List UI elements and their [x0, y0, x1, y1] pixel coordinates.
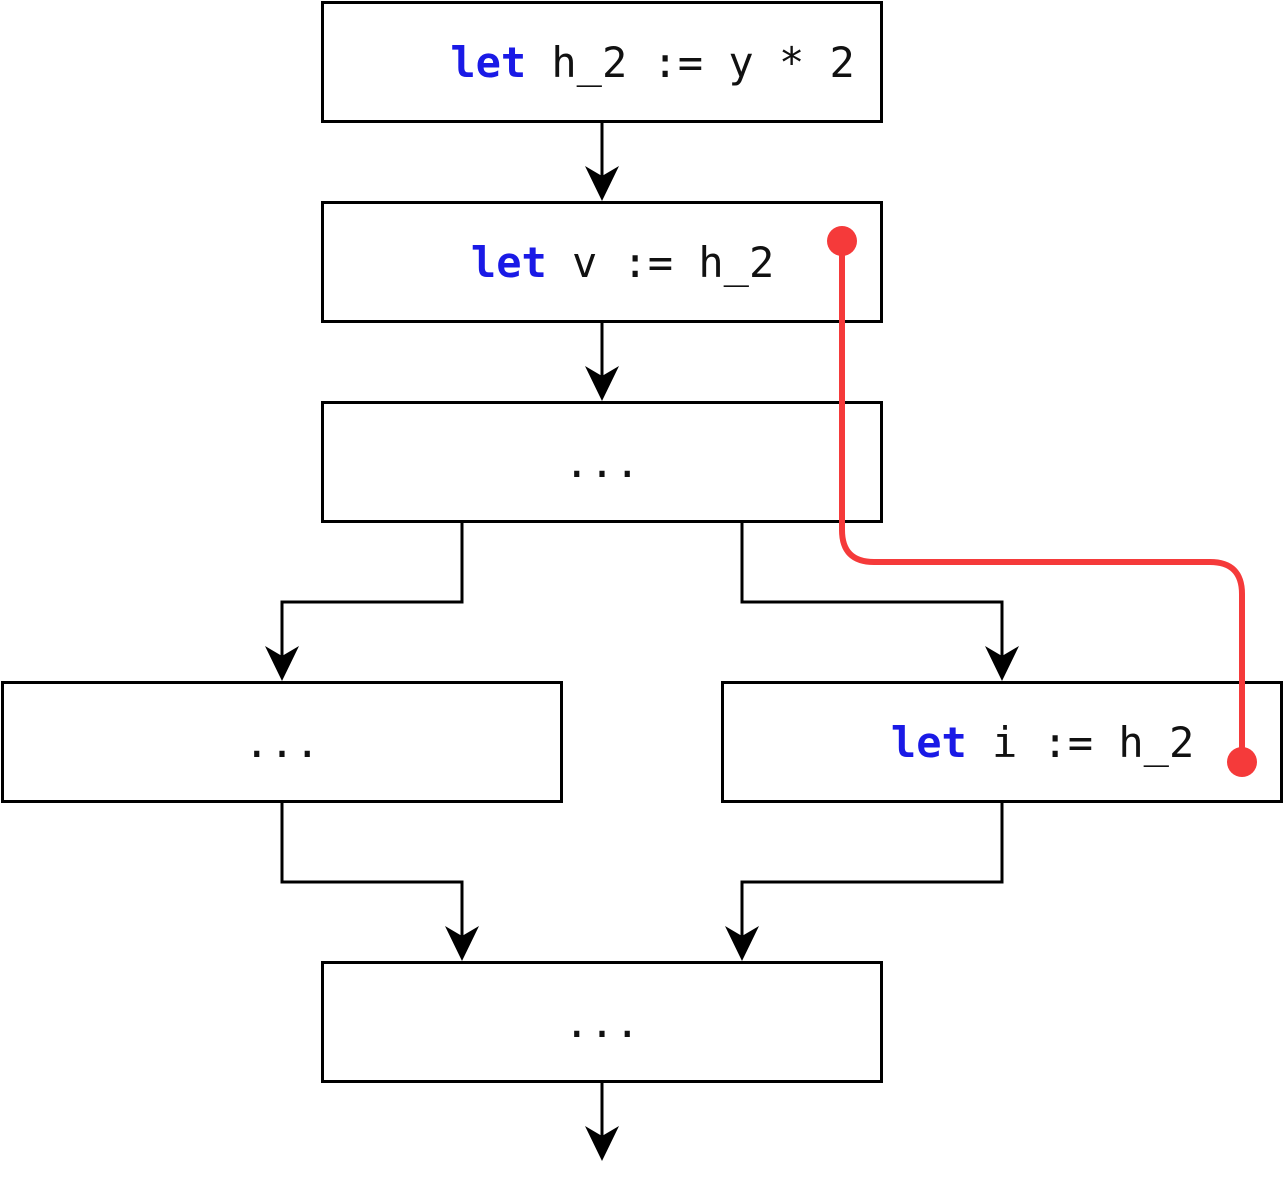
keyword-let: let — [450, 37, 527, 87]
block-ellipsis-middle: ... — [321, 401, 883, 523]
block-code: h_2 := y * 2 — [551, 37, 855, 87]
block-ellipsis-left: ... — [1, 681, 563, 803]
edge-n6-to-exit — [585, 1083, 619, 1161]
edge-n3-to-n5 — [740, 523, 1019, 681]
edge-n2-to-n3 — [585, 323, 619, 401]
block-placeholder: ... — [564, 997, 640, 1047]
edge-n1-to-n2 — [585, 123, 619, 201]
edge-n5-to-n6 — [725, 803, 1004, 961]
block-code: i := h_2 — [991, 717, 1195, 767]
block-ellipsis-bottom: ... — [321, 961, 883, 1083]
block-code: v := h_2 — [571, 237, 775, 287]
block-let-h2: let h_2 := y * 2 — [321, 1, 883, 123]
keyword-let: let — [470, 237, 547, 287]
block-placeholder: ... — [564, 437, 640, 487]
edge-n4-to-n6 — [280, 803, 479, 961]
keyword-let: let — [890, 717, 967, 767]
block-placeholder: ... — [244, 717, 320, 767]
block-let-v: let v := h_2 — [321, 201, 883, 323]
edge-n3-to-n4 — [265, 523, 464, 681]
block-let-i: let i := h_2 — [721, 681, 1283, 803]
